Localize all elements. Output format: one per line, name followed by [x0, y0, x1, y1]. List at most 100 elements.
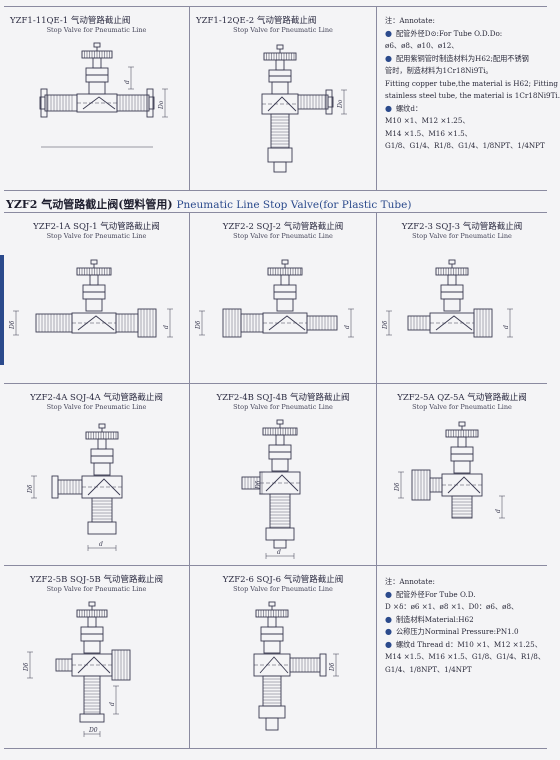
tube-nut — [267, 147, 293, 163]
annotation-text: 配用紫铜管时制造材料为H62;配用不锈钢 — [395, 53, 529, 63]
annotation-line: ●螺纹d Thread d：M10 ×1、M12 ×1.25、 — [385, 639, 542, 652]
bullet-icon: ● — [385, 639, 392, 649]
flow-passage — [82, 96, 116, 110]
annotation-box: 注：Annotate: ●配管外径For Tube O.D.D ×δ：ø6 ×1… — [377, 566, 547, 676]
annotation-line: G1/8、G1/4、R1/8、G1/4、1/8NPT、1/4NPT — [385, 140, 545, 153]
flow-passage — [268, 315, 306, 331]
product-cell: YZF1-12QE-2 气动管路截止阀 Stop Valve for Pneum… — [190, 7, 377, 190]
stem-nut — [458, 421, 466, 427]
stem-shaft — [92, 57, 102, 69]
stem-shaft — [280, 274, 290, 286]
stem-shaft — [87, 616, 97, 628]
stem-shaft — [267, 616, 277, 628]
flow-passage — [447, 476, 481, 494]
annotation-cell: 注：Annotate: ●配管外径For Tube O.D.D ×δ：ø6 ×1… — [377, 566, 547, 748]
product-cell: YZF2-3 SQJ-3 气动管路截止阀 Stop Valve for Pneu… — [377, 213, 547, 383]
product-cell: YZF2-5A QZ-5A 气动管路截止阀 Stop Valve for Pne… — [377, 384, 547, 565]
annotation-text: M14 ×1.5、M16 ×1.5、G1/8、G1/4、R1/8、 — [385, 652, 546, 661]
annotation-text: 螺纹d： — [395, 103, 423, 113]
product-title: YZF1-11QE-1 气动管路截止阀 — [10, 16, 131, 26]
annotation-text: stainless steel tube, the material is 1C… — [385, 91, 560, 100]
tube-nut — [79, 713, 105, 723]
product-cell: YZF2-4A SQJ-4A 气动管路截止阀 Stop Valve for Pn… — [4, 384, 190, 565]
product-subtitle: Stop Valve for Pneumatic Line — [46, 585, 147, 593]
product-title: YZF2-6 SQJ-6 气动管路截止阀 — [222, 575, 344, 585]
product-grid: YZF2-1A SQJ-1 气动管路截止阀 Stop Valve for Pne… — [4, 212, 547, 749]
annotation-text: 配管外径D⊙:For Tube O.D.Do: — [395, 28, 503, 38]
bonnet-body — [271, 458, 289, 472]
bullet-icon: ● — [385, 589, 392, 599]
tube-end — [273, 161, 287, 173]
valve-drawing: Dδ d — [382, 259, 513, 338]
stem-nut — [268, 601, 276, 607]
dimension-label: D0 — [88, 727, 98, 734]
tube-nut — [325, 89, 333, 115]
page-edge-marker — [0, 255, 4, 365]
tube-fitting — [115, 313, 139, 333]
annotation-line: D ×δ：ø6 ×1、ø8 ×1、D0：ø6、ø8、 — [385, 601, 539, 614]
product-subtitle: Stop Valve for Pneumatic Line — [233, 232, 333, 240]
tube-fitting — [270, 113, 290, 149]
annotation-text: 管时，制造材料为1Cr18Ni9Ti。 — [385, 66, 493, 75]
dimension-label: Dδ — [329, 662, 336, 672]
tube-end — [39, 96, 46, 110]
annotation-line: stainless steel tube, the material is 1C… — [385, 90, 560, 103]
bullet-icon: ● — [385, 53, 392, 63]
tube-end — [148, 96, 155, 110]
annotation-line: 管时，制造材料为1Cr18Ni9Ti。 — [385, 65, 539, 78]
annotation-line: ●配管外径For Tube O.D. — [385, 589, 539, 602]
dimension-label: Do — [337, 99, 344, 109]
product-cell: YZF2-5B SQJ-5B 气动管路截止阀 Stop Valve for Pn… — [4, 566, 190, 748]
section-title-cn: 气动管路截止阀(塑料管用) — [41, 198, 173, 211]
section-heading: YZF2 气动管路截止阀(塑料管用) Pneumatic Line Stop V… — [6, 196, 546, 211]
dimension-label: d — [503, 325, 510, 329]
annotation-line: M10 ×1、M12 ×1.25、 — [385, 115, 539, 128]
annotation-text: M10 ×1、M12 ×1.25、 — [385, 116, 470, 125]
valve-drawing: Dod — [39, 42, 168, 148]
tube-fitting — [55, 658, 73, 672]
top-grid: YZF1-11QE-1 气动管路截止阀 Stop Valve for Pneum… — [4, 6, 560, 191]
product-subtitle: Stop Valve for Pneumatic Line — [233, 26, 333, 34]
product-title: YZF2-5A QZ-5A 气动管路截止阀 — [397, 393, 527, 403]
dimension-label: Dδ — [382, 320, 389, 330]
dimension-label: d — [109, 702, 116, 706]
stem-nut — [276, 44, 284, 50]
annotation-text: 配管外径For Tube O.D. — [395, 589, 476, 599]
product-title: YZF2-2 SQJ-2 气动管路截止阀 — [222, 222, 344, 232]
flow-passage — [267, 96, 297, 112]
product-cell: YZF2-6 SQJ-6 气动管路截止阀 Stop Valve for Pneu… — [190, 566, 377, 748]
dimension-label: d — [277, 549, 281, 556]
stem-shaft — [457, 436, 467, 448]
annotation-line: ●配用紫铜管时制造材料为H62;配用不锈钢 — [385, 53, 539, 66]
tube-nut — [40, 88, 48, 118]
valve-drawing: Dδ dD0 — [23, 601, 131, 737]
annotation-text: G1/8、G1/4、R1/8、G1/4、1/8NPT、1/4NPT — [385, 141, 545, 150]
annotation-line: M14 ×1.5、M16 ×1.5、G1/8、G1/4、R1/8、 — [385, 651, 545, 664]
annotation-line: G1/4、1/8NPT、1/4NPT — [385, 664, 539, 677]
dimension-label: d — [495, 509, 502, 513]
bonnet-body — [88, 81, 106, 95]
annotation-line: ●螺纹d： — [385, 103, 539, 116]
annotation-text: G1/4、1/8NPT、1/4NPT — [385, 664, 472, 674]
product-cell: YZF2-2 SQJ-2 气动管路截止阀 Stop Valve for Pneu… — [190, 213, 377, 383]
product-subtitle: Stop Valve for Pneumatic Line — [233, 585, 333, 593]
dimension-label: Dδ — [27, 484, 34, 494]
product-subtitle: Stop Valve for Pneumatic Line — [412, 232, 512, 240]
tube-end — [327, 96, 334, 108]
annotation-line: ø6、ø8、ø10、ø12、 — [385, 40, 539, 53]
annotation-line: ●制造材料Material:H62 — [385, 614, 539, 627]
valve-drawing: Dδ — [253, 601, 339, 731]
bonnet-body — [453, 460, 471, 474]
flow-passage — [265, 474, 299, 492]
bullet-icon: ● — [385, 614, 392, 624]
valve-drawing: Dδd — [394, 421, 505, 519]
dimension-label: Dδ — [23, 662, 30, 672]
annotation-text: Fitting copper tube,the material is H62;… — [385, 78, 558, 88]
stem-nut — [90, 259, 98, 265]
tube-nut — [87, 521, 117, 535]
stem-nut — [281, 259, 289, 265]
flow-passage — [87, 478, 121, 496]
bonnet-body — [276, 298, 294, 312]
